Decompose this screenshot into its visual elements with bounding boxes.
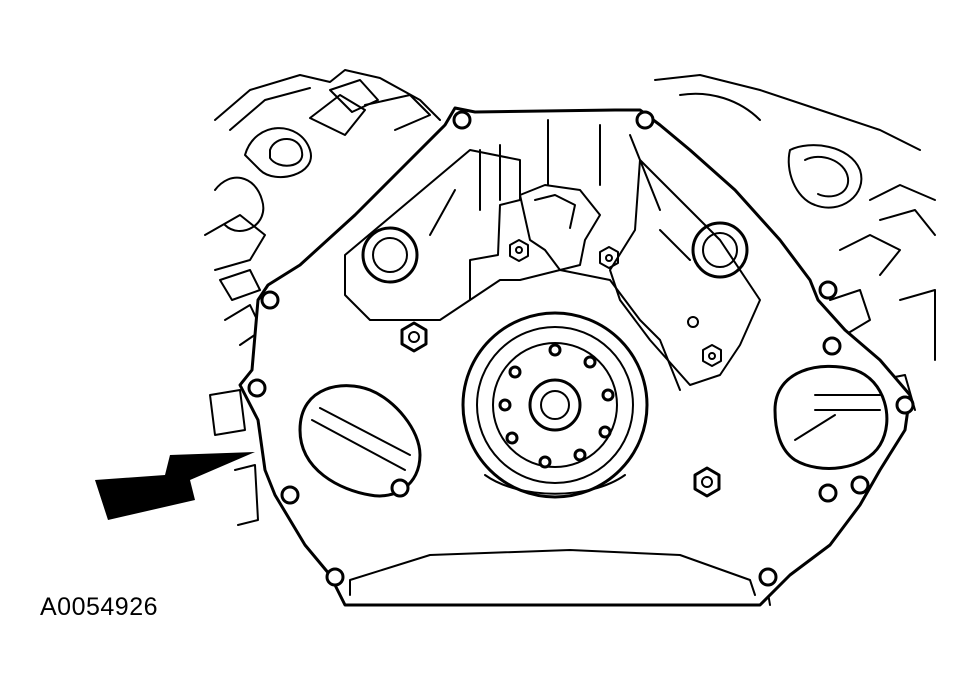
hex-bolts	[400, 239, 722, 498]
figure-id-label: A0054926	[40, 593, 159, 621]
indicator-arrow	[95, 452, 255, 520]
plate-bolt-holes	[247, 110, 915, 587]
right-opening	[773, 364, 889, 470]
adapter-plate	[238, 106, 912, 607]
crankshaft-flange	[461, 311, 649, 499]
flange-bolt-holes	[498, 343, 615, 469]
left-opening	[298, 384, 422, 498]
upper-bosses	[361, 184, 749, 284]
